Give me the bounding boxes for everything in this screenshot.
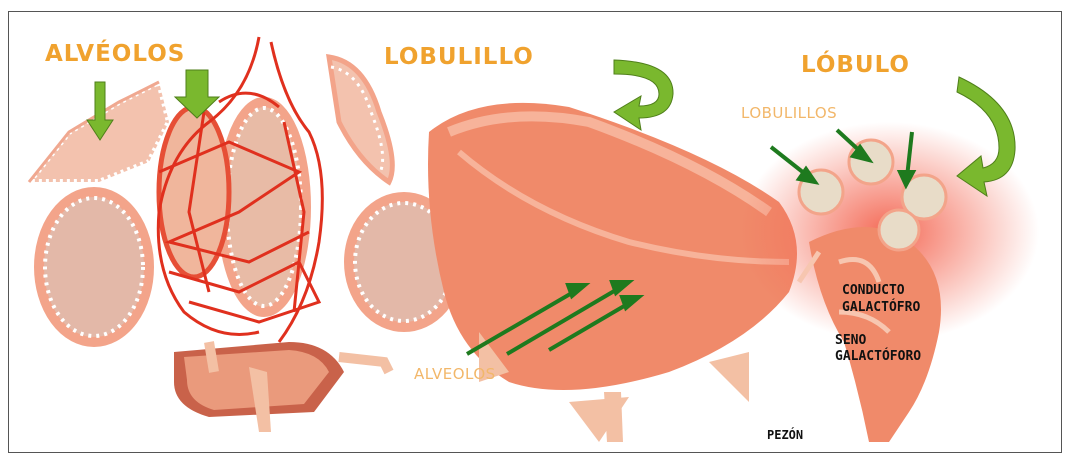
label-conducto-line1: CONDUCTO bbox=[842, 284, 905, 297]
mammary-gland-illustration bbox=[9, 12, 1061, 452]
label-lobulo: LÓBULO bbox=[801, 54, 910, 77]
label-lobulillo: LOBULILLO bbox=[384, 46, 534, 69]
label-conducto-line2: GALACTÓFRO bbox=[842, 301, 920, 314]
diagram-frame: ALVÉOLOS LOBULILLO LÓBULO LOBULILLOS CON… bbox=[8, 11, 1062, 453]
alveoli-cluster bbox=[29, 37, 459, 432]
label-seno-line1: SENO bbox=[835, 334, 866, 347]
label-alveolos-top: ALVÉOLOS bbox=[45, 43, 185, 66]
lobule-cone bbox=[428, 103, 797, 442]
curved-arrow-lobulillo-icon bbox=[614, 60, 673, 130]
label-seno-line2: GALACTÓFORO bbox=[835, 350, 921, 363]
label-lobulillos: LOBULILLOS bbox=[741, 106, 837, 121]
label-alveolos-bottom: ALVEOLOS bbox=[414, 367, 496, 382]
label-pezon: PEZÓN bbox=[767, 429, 803, 441]
